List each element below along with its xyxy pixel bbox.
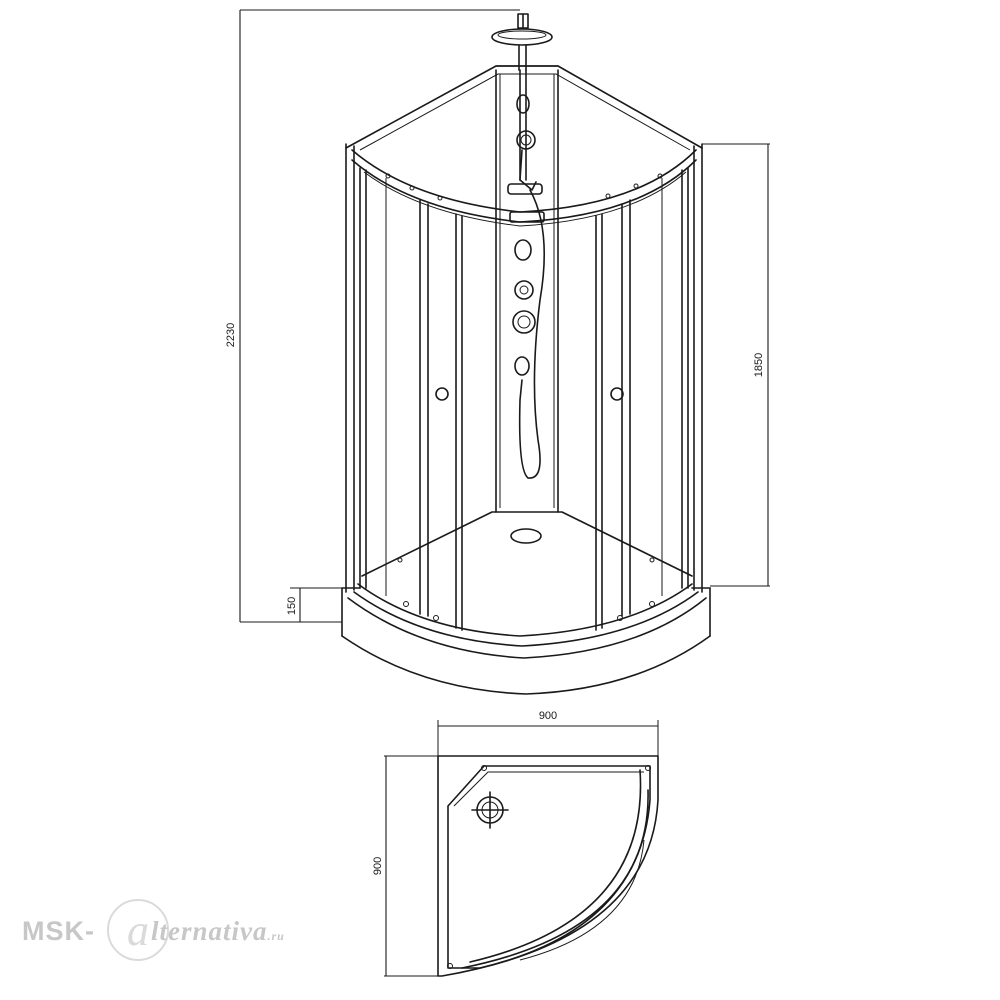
dimension-width: 900: [438, 710, 658, 727]
back-column: [495, 69, 559, 513]
shower-panel-fixtures: [507, 69, 546, 479]
shower-tray: [341, 511, 711, 695]
rain-shower-head: [491, 13, 553, 71]
watermark-prefix: MSK-: [22, 916, 95, 946]
front-elevation: 2230 150 1850: [225, 9, 770, 695]
tray-height-label: 150: [286, 597, 298, 615]
watermark-text: MSK-lternativa.ru: [22, 916, 285, 947]
watermark-domain: .ru: [267, 929, 285, 943]
total-height-label: 2230: [225, 323, 237, 347]
dimension-total-height: 2230: [225, 9, 520, 623]
door-height-label: 1850: [753, 353, 765, 377]
top-curved-frame: [351, 149, 697, 227]
right-door-panels: [595, 143, 703, 631]
roof: [345, 65, 703, 151]
svg-text:a: a: [127, 906, 149, 955]
depth-label: 900: [372, 857, 384, 875]
dimension-tray-height: 150: [286, 587, 342, 622]
width-label: 900: [539, 710, 557, 722]
watermark-logo: a: [107, 899, 169, 961]
plan-view: 900 900: [372, 710, 659, 977]
left-door-panels: [345, 143, 463, 631]
watermark-suffix: lternativa: [151, 916, 268, 946]
drain: [471, 791, 509, 829]
dimension-door-height: 1850: [702, 143, 770, 587]
dimension-depth: 900: [372, 755, 438, 977]
